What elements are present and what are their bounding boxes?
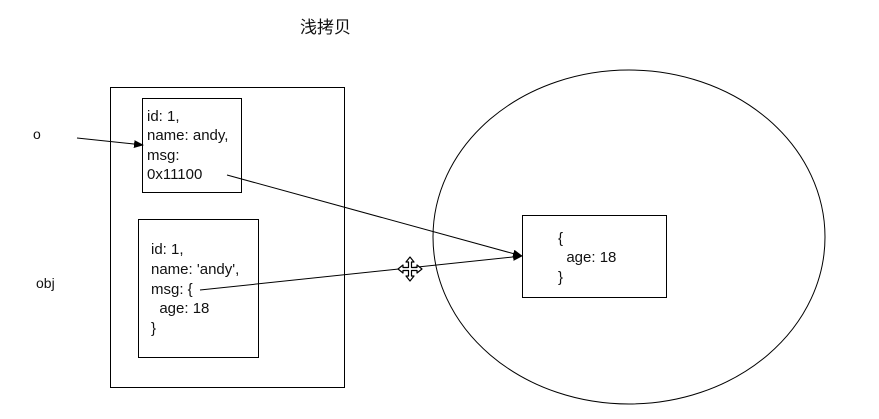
o-object-line-2: name: andy,: [147, 127, 229, 144]
obj-object-line-1: id: 1,: [151, 241, 184, 258]
obj-object-line-3: msg: {: [151, 281, 193, 298]
obj-object-line-5: }: [151, 320, 157, 337]
heap-object-line-2: age: 18: [558, 249, 617, 266]
heap-object-line-3: }: [558, 269, 564, 286]
diagram-title: 浅拷贝: [300, 18, 351, 38]
o-object-line-1: id: 1,: [147, 108, 180, 125]
o-object-line-4: 0x11100: [147, 166, 203, 183]
variable-o-label: o: [33, 126, 41, 142]
stack-region: [110, 87, 345, 388]
o-object-line-3: msg:: [147, 147, 180, 164]
obj-object-line-4: age: 18: [151, 300, 210, 317]
arrow-address-to-heap: [226, 174, 523, 258]
obj-object-line-2: name: 'andy',: [151, 261, 240, 278]
heap-object-line-1: {: [558, 230, 564, 247]
obj-object-box: [138, 219, 259, 358]
o-object-box: [142, 98, 242, 193]
arrow-obj-msg-to-heap: [199, 252, 523, 291]
arrow-o-to-object: [76, 137, 144, 149]
heap-region: [432, 69, 826, 405]
variable-obj-label: obj: [36, 275, 55, 291]
heap-object-box: [522, 215, 667, 298]
move-cursor-icon: [397, 256, 423, 282]
